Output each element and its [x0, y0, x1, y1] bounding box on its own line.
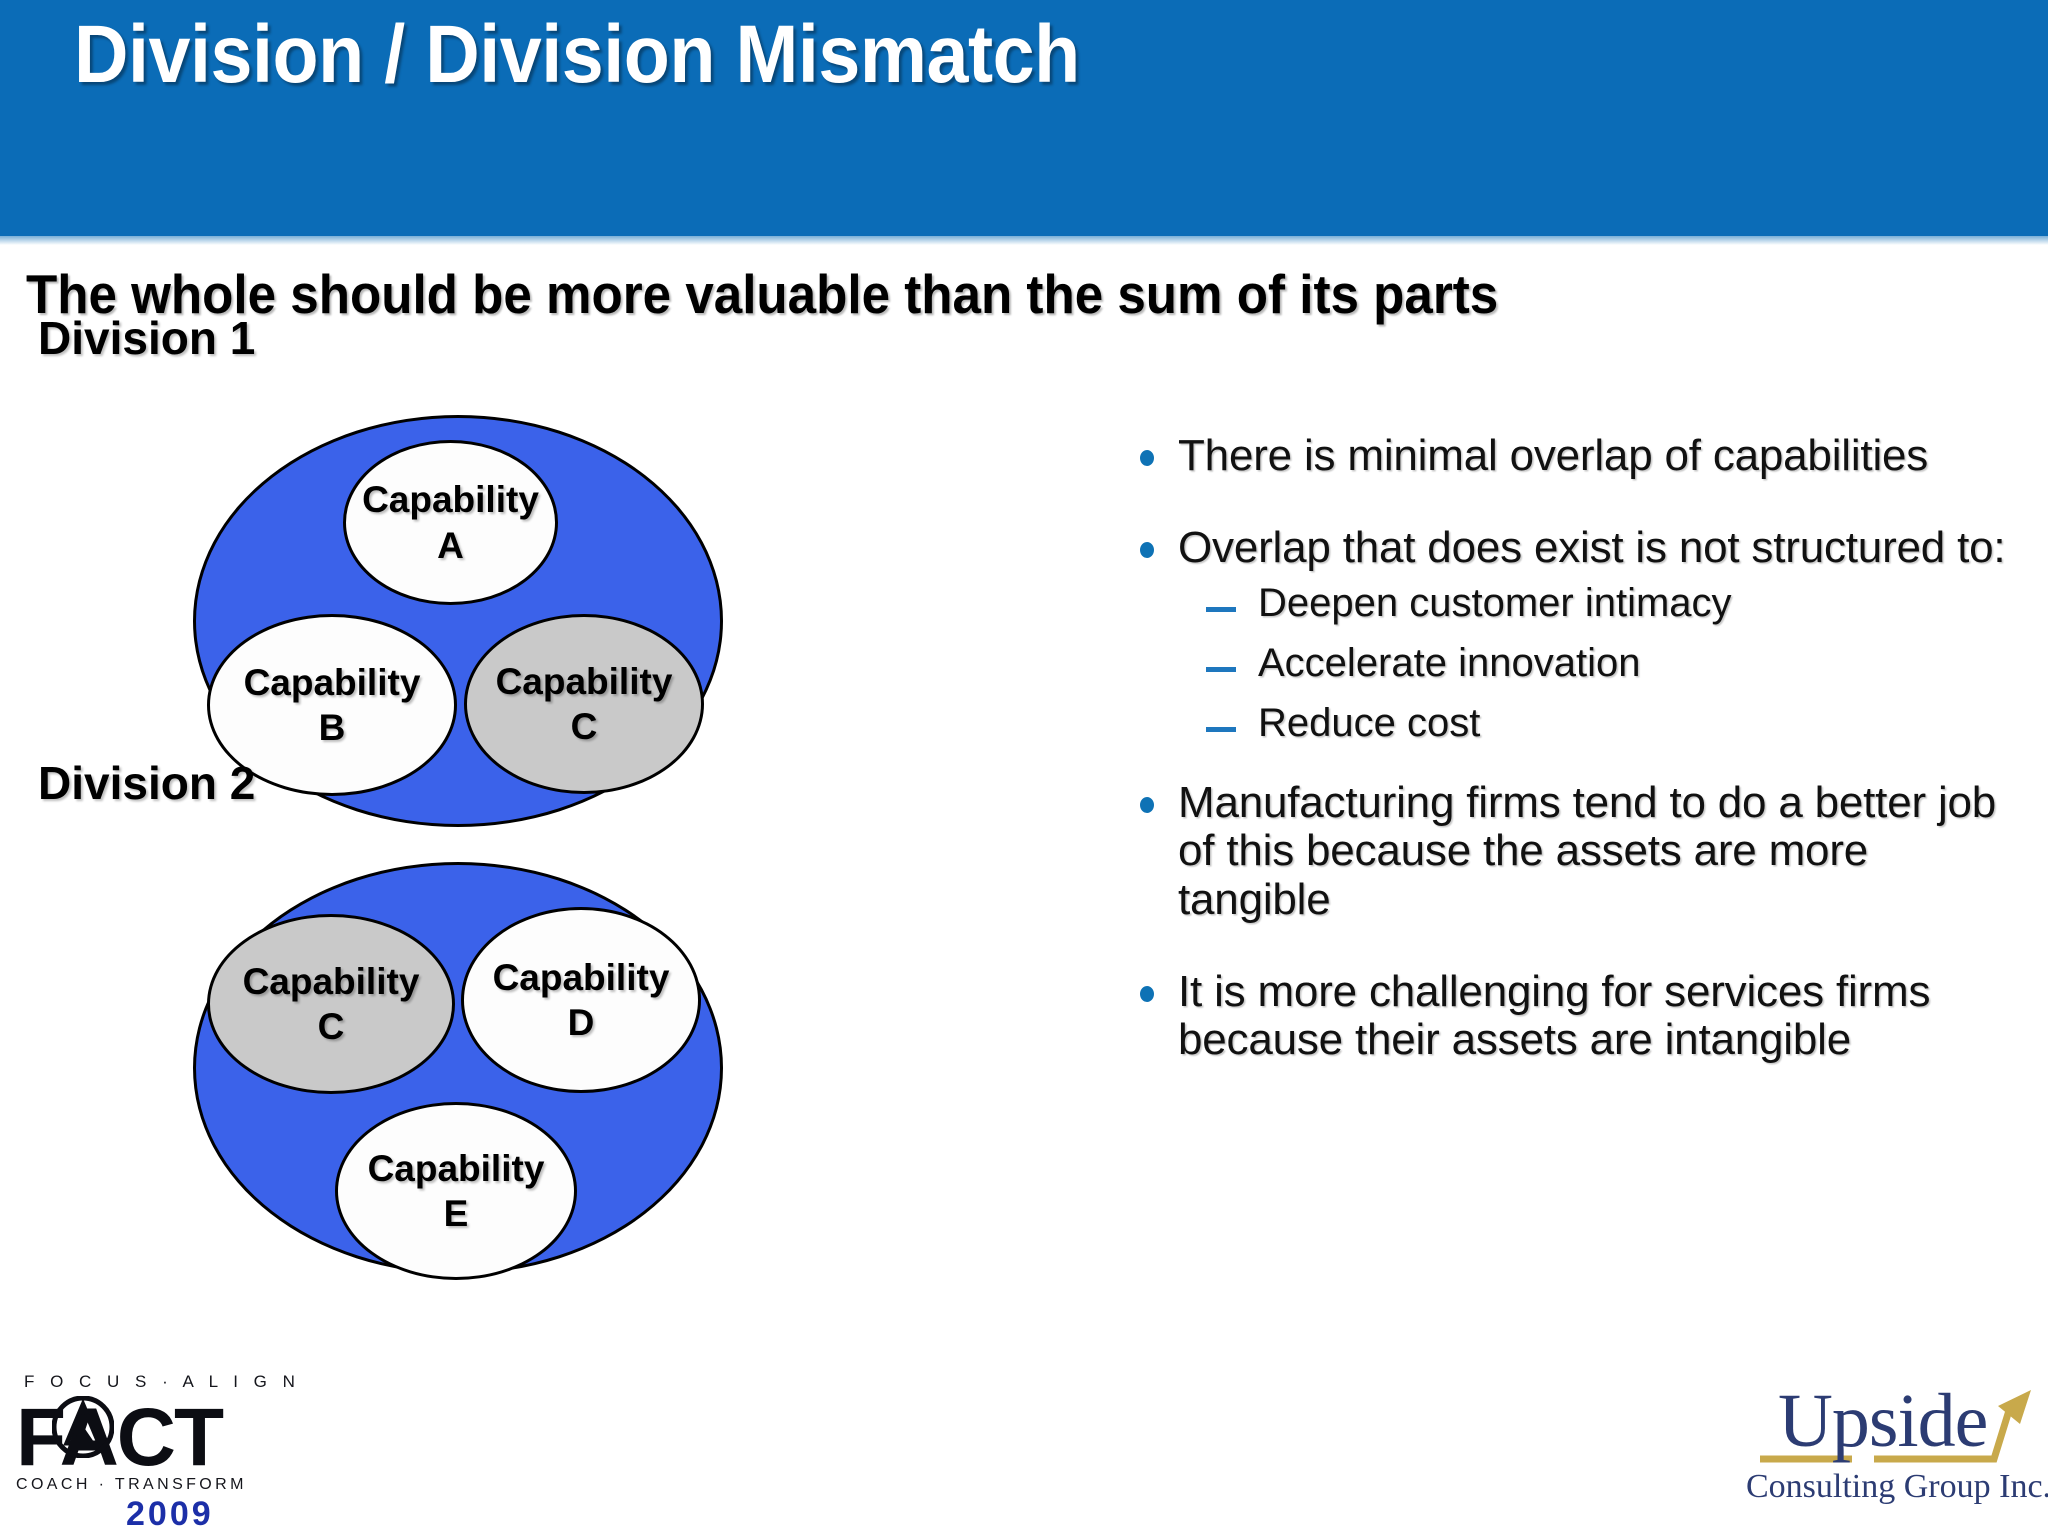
capability-label: Capability	[367, 1147, 545, 1189]
division-2-label: Division 2	[38, 757, 256, 809]
bullet-dot-icon	[1140, 796, 1154, 813]
capability-letter: C	[317, 1006, 345, 1047]
sub-bullet-text: Accelerate innovation	[1258, 640, 1641, 685]
sub-bullet-list: Deepen customer intimacy Accelerate inno…	[1140, 581, 2020, 745]
bullet-text: Overlap that does exist is not structure…	[1178, 523, 2006, 573]
capability-d-ellipse: Capability D	[461, 907, 701, 1093]
capability-letter: E	[443, 1193, 469, 1234]
dash-icon	[1206, 606, 1236, 612]
bullet-text: It is more challenging for services firm…	[1178, 966, 1931, 1065]
sub-bullet-item: Accelerate innovation	[1140, 641, 2020, 685]
upside-arrow-icon	[1760, 1390, 2031, 1463]
bullet-list: There is minimal overlap of capabilities…	[1140, 431, 2020, 1109]
bullet-text: Manufacturing firms tend to do a better …	[1178, 777, 1997, 924]
capability-letter: D	[567, 1002, 595, 1043]
capability-b-ellipse: Capability B	[207, 614, 457, 796]
sub-bullet-item: Deepen customer intimacy	[1140, 581, 2020, 625]
sub-bullet-item: Reduce cost	[1140, 701, 2020, 745]
bullet-item: Manufacturing firms tend to do a better …	[1140, 777, 2020, 924]
dash-icon	[1206, 666, 1236, 672]
upside-wordmark: Upside	[1778, 1379, 1988, 1463]
title-bar	[0, 0, 2048, 236]
capability-label: Capability	[362, 479, 539, 521]
bullet-item: It is more challenging for services firm…	[1140, 966, 2020, 1065]
capability-venn-diagram: Division 1 Capability A Capability B Cap…	[0, 290, 1010, 1480]
fact-logo-top-line: F O C U S · A L I G N	[24, 1372, 301, 1391]
fact-logo: F O C U S · A L I G N FACT COACH · TRANS…	[10, 1372, 295, 1533]
slide-subtitle: The whole should be more valuable than t…	[26, 263, 1499, 325]
division-1-label: Division 1	[38, 312, 256, 364]
page-title: Division / Division Mismatch	[74, 9, 1080, 100]
fact-logo-wordmark: FACT	[16, 1392, 224, 1483]
bullet-dot-icon	[1140, 542, 1154, 559]
upside-logo: Upside Consulting Group Inc.	[1746, 1376, 2048, 1526]
fact-circle-a-emblem	[52, 1396, 114, 1458]
fact-logo-bottom-line: COACH · TRANSFORM	[16, 1476, 247, 1493]
title-bar-shadow	[0, 236, 2048, 245]
capability-a-ellipse: Capability A	[343, 440, 558, 605]
upside-tagline: Consulting Group Inc.	[1746, 1468, 2048, 1505]
sub-bullet-text: Deepen customer intimacy	[1258, 580, 1732, 625]
capability-label: Capability	[242, 960, 420, 1002]
bullet-text: There is minimal overlap of capabilities	[1178, 431, 1929, 480]
sub-bullet-text: Reduce cost	[1258, 700, 1481, 745]
capability-label: Capability	[495, 660, 673, 702]
dash-icon	[1206, 726, 1236, 732]
bullet-dot-icon	[1140, 450, 1154, 466]
bullet-item: There is minimal overlap of capabilities	[1140, 431, 2020, 480]
fact-logo-year: 2009	[126, 1495, 214, 1533]
capability-c-division-2-ellipse: Capability C	[207, 914, 455, 1094]
capability-c-division-1-ellipse: Capability C	[464, 614, 704, 794]
capability-e-ellipse: Capability E	[335, 1102, 577, 1280]
bullet-dot-icon	[1140, 985, 1154, 1002]
capability-letter: A	[437, 524, 464, 566]
capability-label: Capability	[243, 661, 421, 703]
capability-letter: B	[318, 707, 346, 748]
capability-label: Capability	[492, 956, 670, 998]
capability-letter: C	[570, 706, 598, 747]
bullet-item: Overlap that does exist is not structure…	[1140, 523, 2020, 573]
